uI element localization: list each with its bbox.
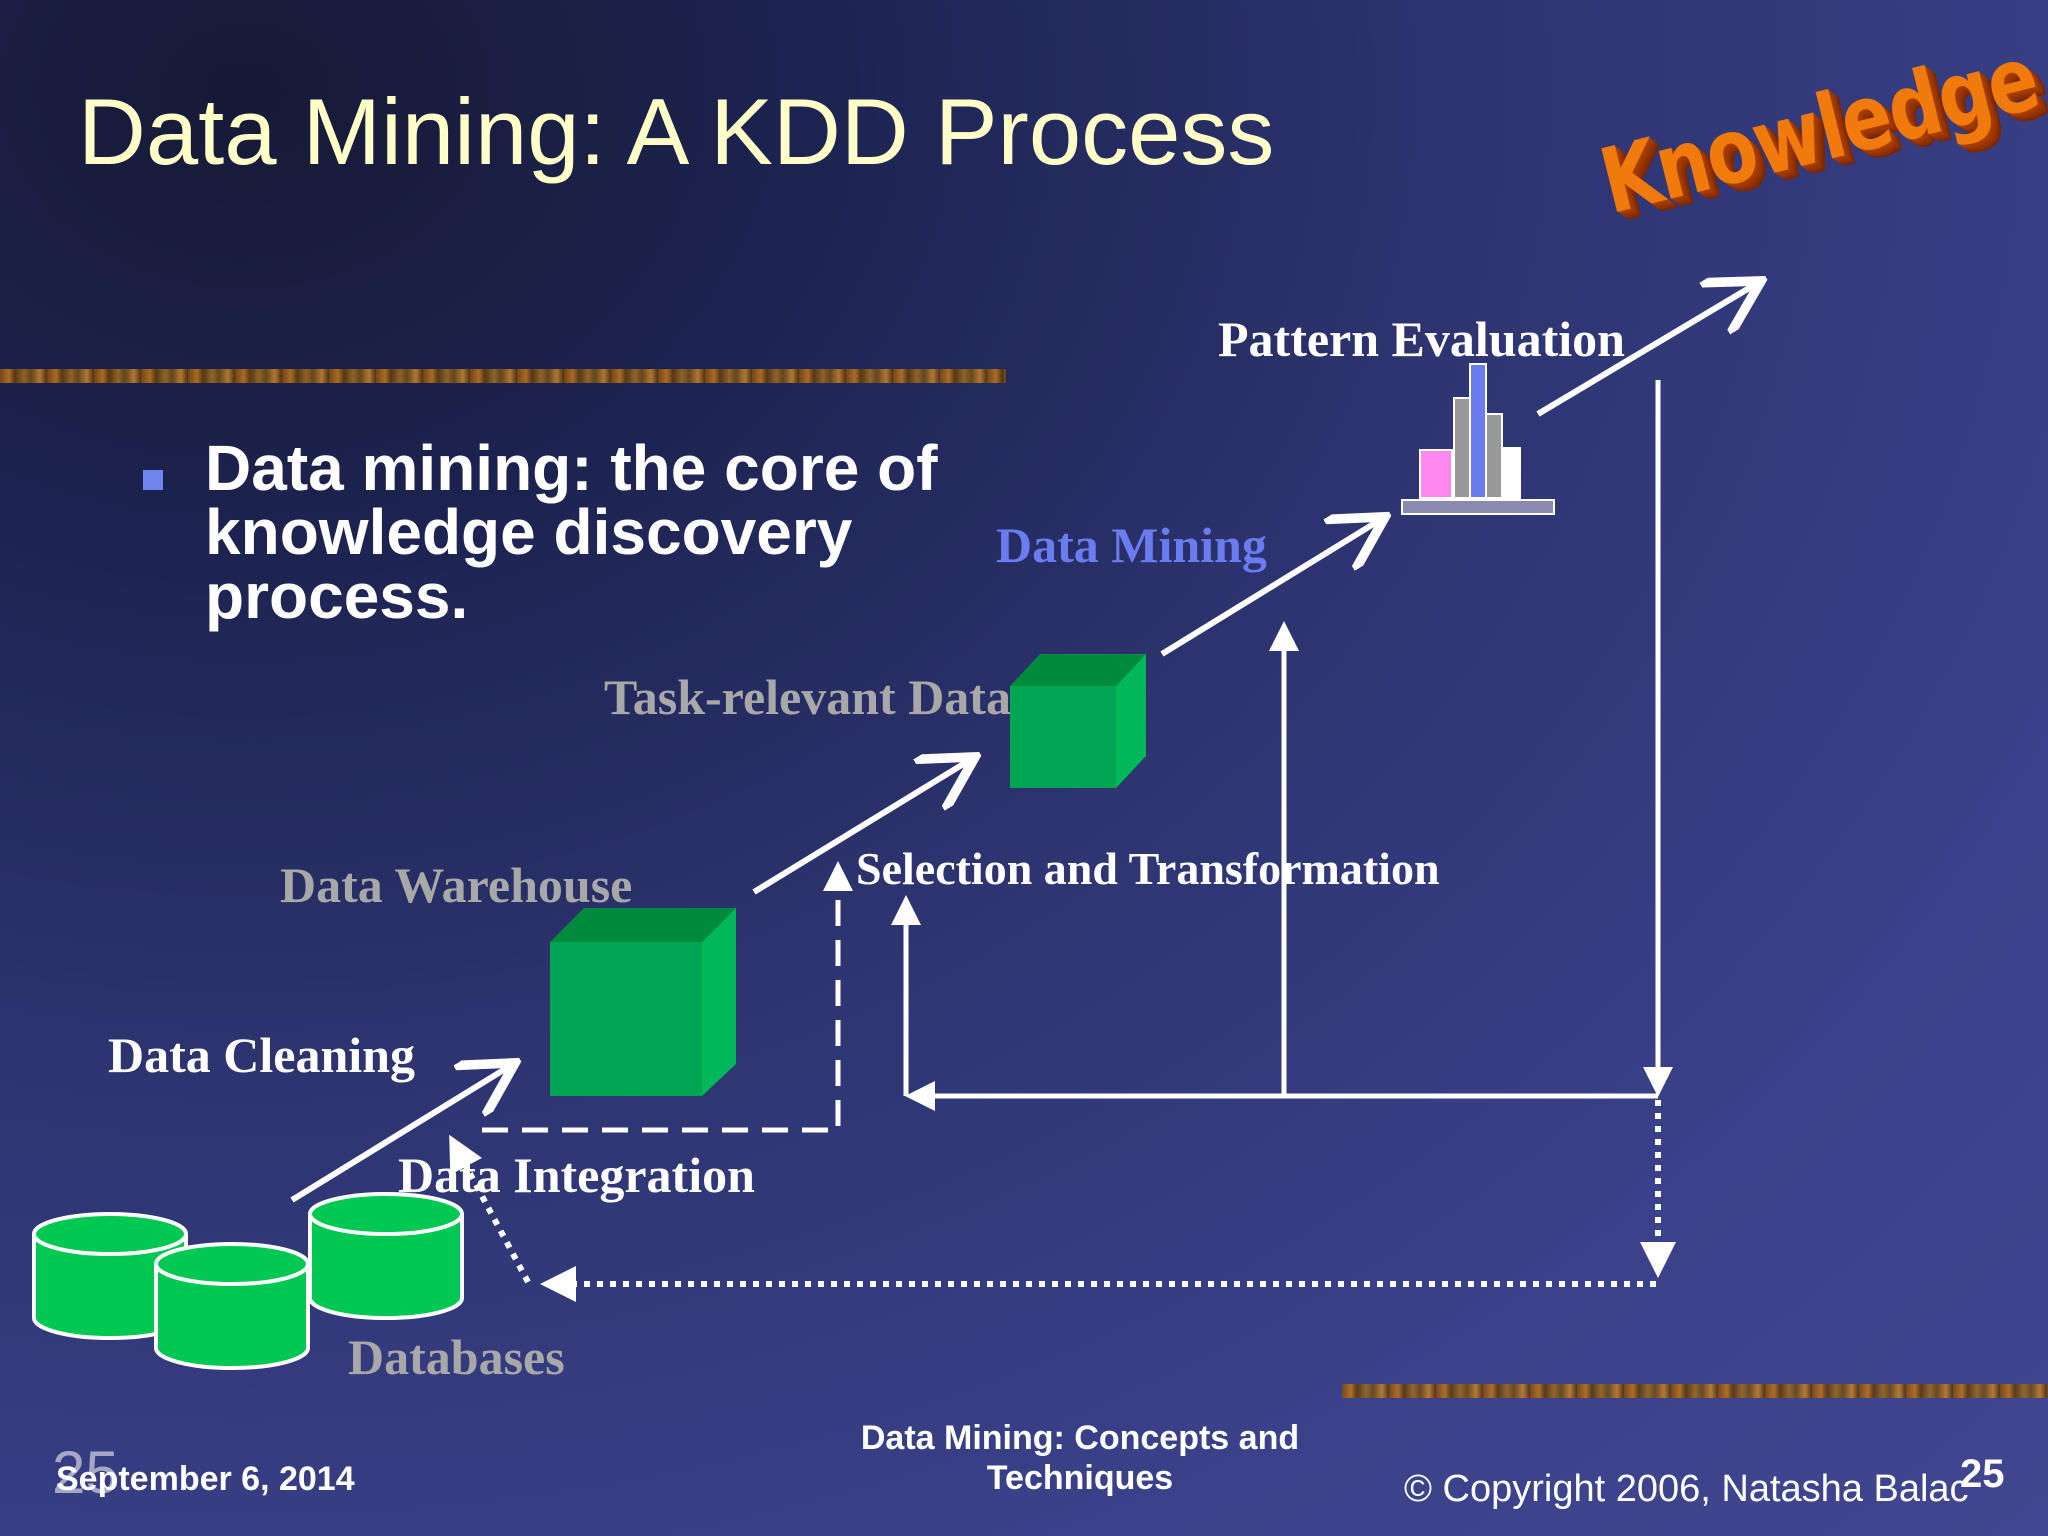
- arrow-task-data-to-mining: [1160, 520, 1380, 657]
- label-databases: Databases: [348, 1329, 565, 1385]
- decorative-band-top: [0, 369, 1006, 383]
- slide-title: Data Mining: A KDD Process: [78, 79, 1275, 184]
- task-relevant-data-cube: [1010, 654, 1146, 788]
- dashed-integration-path: [482, 861, 853, 1133]
- footer-date: September 6, 2014: [56, 1460, 355, 1498]
- arrow-evaluation-to-knowledge: [1536, 284, 1756, 417]
- label-data-integration: Data Integration: [398, 1147, 755, 1203]
- label-data-mining: Data Mining: [996, 517, 1267, 573]
- database-cylinder-1: [32, 1212, 188, 1340]
- bullet-text: Data mining: the core of knowledge disco…: [205, 432, 938, 632]
- data-warehouse-cube: [550, 908, 736, 1096]
- slide-number-right: 25: [1960, 1452, 2005, 1496]
- footer-course-title: Data Mining: Concepts and Techniques: [860, 1419, 1300, 1497]
- database-cylinder-3: [308, 1192, 464, 1320]
- decorative-band-bottom: [1342, 1384, 2048, 1398]
- footer-copyright: © Copyright 2006, Natasha Balac: [1404, 1468, 1969, 1510]
- label-pattern-evaluation: Pattern Evaluation: [1218, 311, 1625, 367]
- label-selection-transformation: Selection and Transformation: [856, 843, 1440, 894]
- slide-number-left: 25: [52, 1439, 119, 1506]
- histogram-icon: [1401, 363, 1555, 515]
- arrow-warehouse-to-task-data: [752, 760, 970, 895]
- bullet-square-icon: [143, 470, 163, 490]
- database-cylinder-2: [154, 1242, 310, 1370]
- label-data-warehouse: Data Warehouse: [280, 857, 633, 913]
- label-task-relevant-data: Task-relevant Data: [604, 669, 1011, 725]
- label-data-cleaning: Data Cleaning: [108, 1027, 415, 1083]
- dotted-line-diagonal: [449, 1134, 531, 1284]
- arrow-databases-to-warehouse: [290, 1066, 510, 1203]
